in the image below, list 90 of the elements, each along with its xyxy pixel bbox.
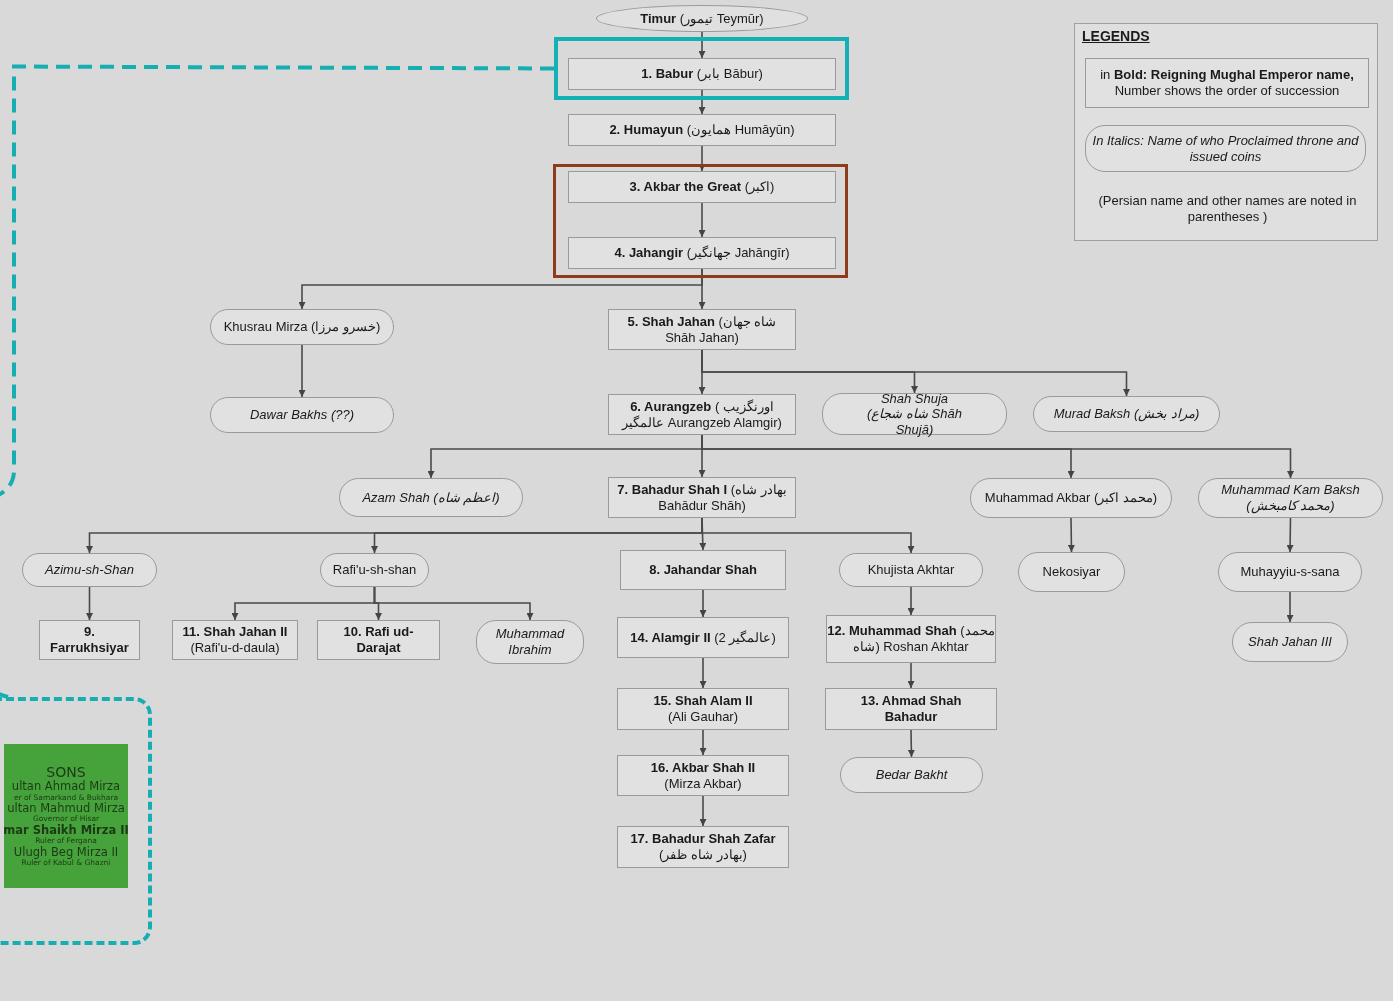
emperor-name: 16. Akbar Shah II (Mirza Akbar): [649, 759, 757, 792]
dashed-frame: [0, 697, 152, 945]
emperor-box: [608, 394, 796, 435]
legend-heading: LEGENDS: [1082, 28, 1150, 45]
emperor-box: [39, 620, 140, 660]
arrow: [698, 31, 706, 59]
person-pill: [1018, 552, 1125, 592]
panel-heading: SONS: [46, 764, 86, 781]
emperor-box: [568, 171, 836, 203]
emperor-box: [617, 755, 789, 796]
arrow: [699, 795, 707, 827]
person-name: Azimu-sh-Shan: [45, 562, 134, 578]
legend-panel: [1074, 23, 1378, 241]
arrow: [1286, 517, 1294, 553]
person-pill: [1218, 552, 1362, 592]
arrow: [373, 586, 534, 621]
person-name: Azam Shah (اعظم شاه): [362, 489, 500, 506]
emperor-box: [568, 114, 836, 146]
person-pill: [320, 553, 429, 587]
person-pill: [22, 553, 157, 587]
arrow: [698, 89, 706, 115]
person-pill: [1232, 622, 1348, 662]
arrow: [698, 268, 706, 310]
person-name: Muhammad Ibrahim: [494, 626, 566, 658]
person-pill: [210, 397, 394, 433]
arrow: [698, 202, 706, 238]
highlight-frame: [553, 164, 848, 278]
emperor-name: 15. Shah Alam II (Ali Gauhar): [652, 693, 754, 725]
person-name: Bedar Bakht: [875, 767, 948, 783]
son-name: mar Shaikh Mirza II: [3, 824, 129, 838]
person-pill: [970, 478, 1172, 518]
emperor-name: 11. Shah Jahan II (Rafi'u-d-daula): [181, 624, 289, 656]
emperor-box: [826, 615, 996, 663]
son-name: Ulugh Beg Mirza II: [13, 845, 119, 860]
person-name: In Italics: Name of who Proclaimed throne and issued coins: [1091, 132, 1360, 165]
emperor-box: [617, 826, 789, 868]
person-pill: [1198, 478, 1383, 518]
person-pill: [1085, 125, 1366, 172]
arrow: [699, 729, 707, 756]
son-name: ultan Ahmad Mirza: [11, 780, 121, 794]
person-name: Shah Jahan III: [1248, 634, 1332, 650]
person-name: Khujista Akhtar: [867, 562, 955, 578]
emperor-box: [568, 58, 836, 90]
emperor-name: 9. Farrukhsiyar: [49, 624, 130, 656]
person-name: Rafi'u-sh-shan: [332, 562, 417, 578]
emperor-name: 13. Ahmad Shah Bahadur: [859, 693, 963, 725]
person-name: Nekosiyar: [1042, 564, 1101, 580]
arrow: [907, 662, 915, 689]
emperor-name: 10. Rafi ud-Darajat: [342, 624, 415, 656]
emperor-box: [317, 620, 440, 660]
highlight-frame: [554, 37, 849, 100]
note-text: (Persian name and other names are noted in parentheses ): [1097, 193, 1358, 226]
person-name: in Bold: Reigning Mughal Emperor name, Number shows the order of succession: [1099, 67, 1355, 99]
person-pill: [210, 309, 394, 345]
emperor-box: [620, 550, 786, 590]
arrow: [699, 589, 707, 618]
emperor-box: [617, 617, 789, 658]
person-name: Murad Baksh (مراد بخش): [1053, 406, 1200, 422]
person-name: Shah Shuja (شاه شجاع Shāh Shujā): [867, 390, 962, 438]
emperor-box: [608, 309, 796, 350]
arrow: [907, 729, 915, 758]
arrow: [701, 517, 915, 554]
person-name: Khusrau Mirza (خسرو مرزا): [223, 319, 381, 335]
son-name: ultan Mahmud Mirza: [7, 802, 125, 816]
person-pill: [840, 757, 983, 793]
person-pill: [839, 553, 983, 587]
arrow: [86, 586, 93, 621]
arrow: [1067, 517, 1075, 553]
arrow: [698, 145, 706, 172]
arrow: [907, 586, 915, 616]
sons-panel: [4, 744, 128, 888]
emperor-box: [608, 477, 796, 518]
emperor-box: [568, 237, 836, 269]
person-name: Muhayyiu-s-sana: [1240, 564, 1340, 580]
arrow: [699, 657, 707, 689]
dashed-connector: [0, 64, 554, 699]
arrow: [298, 344, 306, 398]
emperor-box: [825, 688, 997, 730]
arrow: [1286, 591, 1294, 623]
person-pill: [822, 393, 1007, 435]
person-pill: [339, 478, 523, 517]
emperor-box: [172, 620, 298, 660]
person-pill: [476, 620, 584, 664]
person-name: Muhammad Akbar (محمد اکبر): [984, 490, 1158, 506]
emperor-box: [1085, 58, 1369, 108]
person-pill: [1033, 396, 1220, 432]
emperor-box: [617, 688, 789, 730]
emperor-name: 8. Jahandar Shah: [649, 562, 757, 578]
person-name: Muhammad Kam Baksh (محمد کامبخش): [1220, 482, 1361, 514]
person-name: Dawar Bakhs (??): [249, 407, 354, 423]
